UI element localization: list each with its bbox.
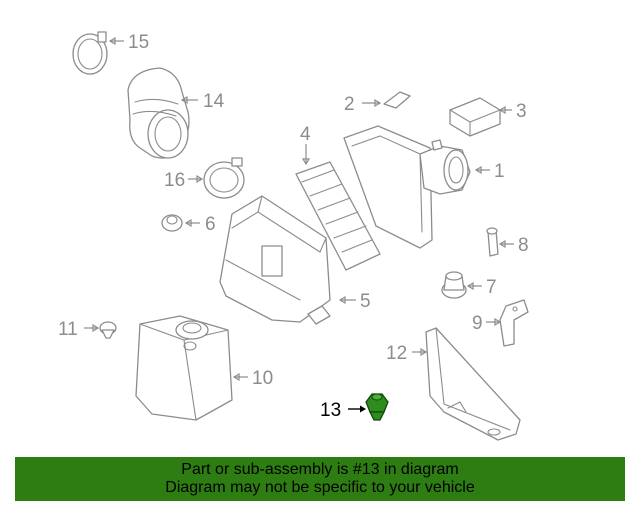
- part-8-pin: [486, 227, 499, 257]
- part-4-filter-element: [295, 161, 381, 271]
- callout-16[interactable]: 16: [164, 170, 185, 191]
- callout-14[interactable]: 14: [203, 91, 225, 112]
- callout-1[interactable]: 1: [494, 161, 505, 182]
- callout-13[interactable]: 13: [320, 400, 341, 421]
- part-14-intake-duct: [127, 67, 190, 159]
- part-13-clip[interactable]: [365, 393, 389, 421]
- part-1-upper-cover: [343, 125, 471, 249]
- callout-9[interactable]: 9: [472, 313, 483, 334]
- callout-3[interactable]: 3: [516, 101, 527, 122]
- part-2-bracket: [383, 91, 411, 109]
- callout-15[interactable]: 15: [128, 32, 149, 53]
- part-16-clamp: [203, 157, 245, 199]
- callout-6[interactable]: 6: [205, 214, 216, 235]
- callout-8[interactable]: 8: [518, 235, 529, 256]
- part-15-clamp: [72, 31, 108, 75]
- part-9-bracket: [499, 299, 529, 347]
- part-11-clip: [99, 321, 117, 339]
- info-banner: Part or sub-assembly is #13 in diagram D…: [15, 457, 625, 501]
- callout-10[interactable]: 10: [252, 368, 273, 389]
- callout-7[interactable]: 7: [486, 277, 497, 298]
- banner-line-1: Part or sub-assembly is #13 in diagram: [181, 461, 459, 478]
- part-6-grommet: [161, 214, 183, 232]
- callout-4[interactable]: 4: [300, 124, 311, 145]
- callout-11[interactable]: 11: [58, 319, 78, 340]
- parts-diagram: 15 14 16 6 5: [58, 31, 529, 441]
- part-5-lower-case: [219, 195, 331, 325]
- part-7-mount: [441, 271, 467, 299]
- callout-5[interactable]: 5: [360, 291, 371, 312]
- part-12-duct: [425, 327, 521, 441]
- part-3-sensor: [449, 97, 501, 137]
- part-10-resonator: [135, 315, 233, 421]
- callout-12[interactable]: 12: [386, 343, 407, 364]
- banner-line-2: Diagram may not be specific to your vehi…: [165, 479, 475, 496]
- callout-2[interactable]: 2: [344, 94, 355, 115]
